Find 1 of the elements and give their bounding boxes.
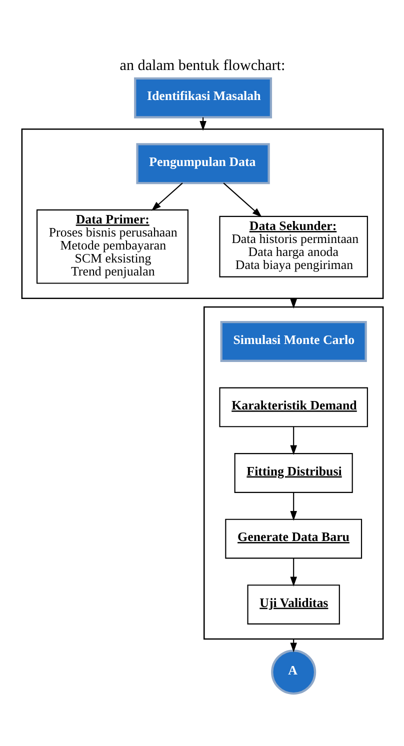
- diagram-title: an dalam bentuk flowchart:: [119, 58, 285, 74]
